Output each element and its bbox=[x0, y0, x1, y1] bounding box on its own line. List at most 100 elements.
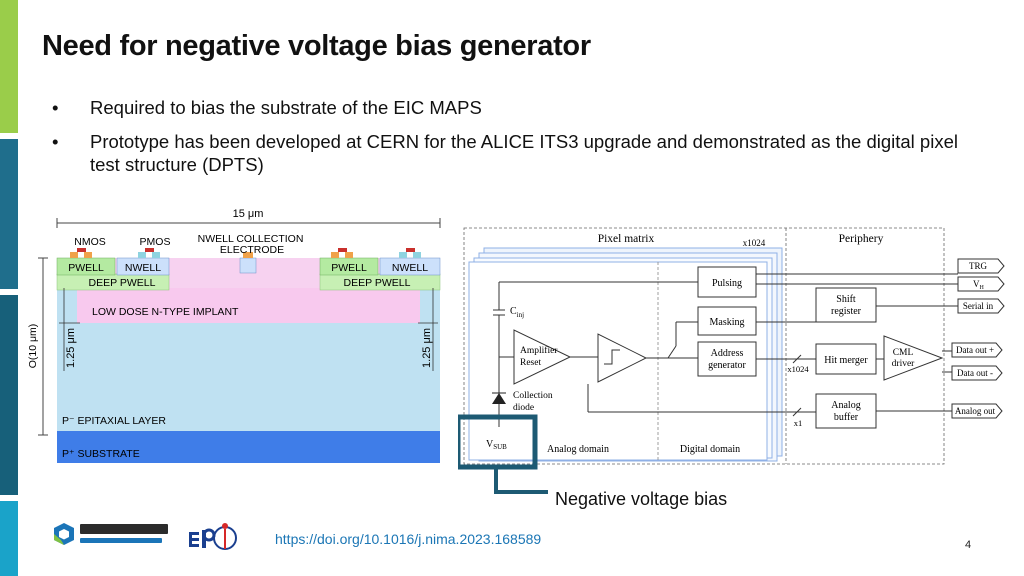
epic-letter-e bbox=[189, 538, 199, 541]
schematic-outer-frame bbox=[463, 227, 945, 465]
output-pins: TRG VH Serial in Data out + Data out - A… bbox=[951, 258, 1005, 419]
cml-driver-triangle bbox=[883, 335, 944, 381]
discriminator-triangle bbox=[597, 333, 648, 383]
sidebar-green-segment bbox=[0, 0, 18, 133]
pmos-label: PMOS bbox=[140, 236, 171, 248]
epic-letter-e bbox=[189, 544, 199, 547]
slide-title: Need for negative voltage bias generator bbox=[42, 30, 591, 62]
nmos-contact-right bbox=[331, 252, 339, 258]
doi-link[interactable]: https://doi.org/10.1016/j.nima.2023.1685… bbox=[275, 531, 542, 547]
hit-merger-block bbox=[815, 343, 877, 375]
implant-label: LOW DOSE N-TYPE IMPLANT bbox=[92, 306, 239, 318]
nmos-label: NMOS bbox=[74, 236, 106, 248]
mask-switch bbox=[667, 345, 677, 359]
electrode-contact bbox=[243, 252, 253, 258]
pixel-cross-section-figure: 15 μm O(10 μm) 1.25 μm 1.25 μm NMOS PMOS… bbox=[27, 208, 441, 463]
pin-data-out-p bbox=[951, 342, 1003, 358]
substrate-label: P⁺ SUBSTRATE bbox=[62, 448, 140, 460]
gap-label-right: 1.25 μm bbox=[421, 328, 433, 368]
discriminator-symbol bbox=[604, 349, 620, 365]
pmos-contact bbox=[152, 252, 160, 258]
pin-vh bbox=[957, 276, 1005, 292]
bullet-text: Prototype has been developed at CERN for… bbox=[90, 131, 958, 175]
epic-emblem-dot bbox=[222, 523, 228, 529]
width-label: 15 μm bbox=[233, 208, 264, 220]
gap-label-left: 1.25 μm bbox=[65, 328, 77, 368]
pin-trg-label: TRG bbox=[969, 261, 988, 271]
shift-register-block bbox=[815, 287, 877, 323]
substrate-layer bbox=[57, 431, 440, 463]
depth-label: O(10 μm) bbox=[27, 324, 39, 369]
epic-letter-e bbox=[189, 532, 192, 547]
bus-slash-x1024 bbox=[792, 354, 802, 364]
pin-serial-in-label: Serial in bbox=[963, 301, 994, 311]
brookhaven-subtitle-mark bbox=[80, 538, 162, 543]
x1-bus-label: x1 bbox=[794, 418, 803, 428]
implant-gap-right bbox=[420, 288, 440, 323]
epic-letter-p-bowl bbox=[202, 528, 216, 542]
brookhaven-wordmark bbox=[80, 524, 168, 534]
bus-slash-x1 bbox=[792, 407, 802, 417]
pin-analog-out bbox=[951, 403, 1003, 419]
pin-data-out-p-label: Data out + bbox=[956, 345, 994, 355]
callout-connector bbox=[494, 469, 548, 494]
pwell-left-label: PWELL bbox=[68, 262, 104, 274]
pulsing-block bbox=[697, 266, 757, 298]
bullet-item: • Prototype has been developed at CERN f… bbox=[52, 130, 992, 176]
bullet-marker: • bbox=[52, 131, 59, 152]
nmos-gate bbox=[77, 248, 86, 252]
brookhaven-logo bbox=[54, 523, 168, 545]
pmos-contact-right bbox=[413, 252, 421, 258]
masking-block bbox=[697, 306, 757, 336]
sidebar-cyan-segment bbox=[0, 501, 18, 576]
nwell-right-label: NWELL bbox=[392, 262, 428, 274]
bullet-text: Required to bias the substrate of the EI… bbox=[90, 97, 482, 118]
masking-label: Masking bbox=[710, 317, 745, 328]
analog-buffer-block bbox=[815, 393, 877, 429]
pulsing-label: Pulsing bbox=[712, 278, 742, 289]
pmos-gate-right bbox=[406, 248, 415, 252]
pin-data-out-n-label: Data out - bbox=[957, 368, 993, 378]
nmos-gate-right bbox=[338, 248, 347, 252]
nmos-contact bbox=[84, 252, 92, 258]
pmos-contact-right bbox=[399, 252, 407, 258]
electrode-label-line: ELECTRODE bbox=[220, 244, 284, 256]
address-generator-block bbox=[697, 341, 757, 377]
footer-logos bbox=[54, 523, 237, 550]
pin-trg bbox=[957, 258, 1005, 274]
vsub-highlight-box bbox=[458, 414, 538, 470]
electrode-label-line: NWELL COLLECTION bbox=[198, 233, 304, 245]
dpts-schematic-figure: Pixel matrix x1024 Periphery Pulsing Mas… bbox=[463, 227, 1005, 465]
analog-domain-label: Analog domain bbox=[547, 444, 609, 455]
deep-pwell-left-label: DEEP PWELL bbox=[89, 277, 156, 289]
epitaxial-layer bbox=[57, 323, 440, 431]
page-number: 4 bbox=[965, 539, 972, 551]
deep-pwell-right-label: DEEP PWELL bbox=[344, 277, 411, 289]
slide-accent-sidebar bbox=[0, 0, 18, 576]
collection-electrode bbox=[239, 257, 257, 274]
epic-letter-e bbox=[189, 532, 199, 535]
cinj-label: Cinj bbox=[510, 306, 524, 319]
x1024-top-label: x1024 bbox=[743, 238, 766, 248]
digital-domain-label: Digital domain bbox=[680, 444, 740, 455]
epitaxial-label: P⁻ EPITAXIAL LAYER bbox=[62, 415, 166, 427]
brookhaven-hexagon-accent bbox=[54, 534, 64, 545]
nmos-contact-right bbox=[345, 252, 353, 258]
hit-merger-label: Hit merger bbox=[824, 355, 868, 366]
sidebar-teal-segment-1 bbox=[0, 139, 18, 289]
implant-gap-left bbox=[57, 288, 77, 323]
vsub-highlight-callout bbox=[458, 414, 548, 494]
nwell-left-label: NWELL bbox=[125, 262, 161, 274]
pwell-right-label: PWELL bbox=[331, 262, 367, 274]
nwell-right bbox=[379, 257, 441, 276]
bullet-item: • Required to bias the substrate of the … bbox=[52, 96, 992, 119]
pin-analog-out-label: Analog out bbox=[955, 406, 996, 416]
negative-voltage-bias-label: Negative voltage bias bbox=[555, 489, 728, 509]
electrode-label: NWELL COLLECTION ELECTRODE bbox=[198, 233, 307, 256]
